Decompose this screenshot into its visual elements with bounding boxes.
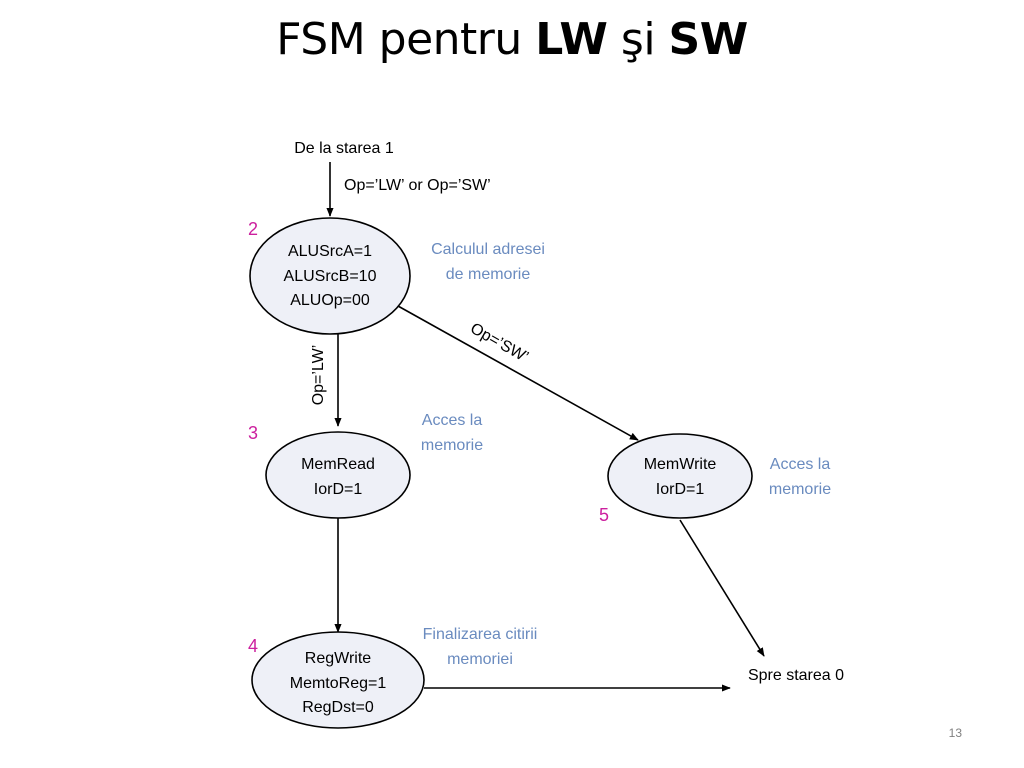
state-5-line: MemWrite: [644, 456, 717, 473]
state-3-line: MemRead: [301, 456, 375, 473]
state-5-note: memorie: [769, 481, 831, 498]
transition-5-0-arrow: [679, 519, 765, 657]
state-2-line: ALUSrcA=1: [288, 243, 372, 260]
title-lw: LW: [535, 14, 608, 65]
state-3-note: memorie: [421, 437, 483, 454]
entry-label: De la starea 1: [294, 140, 394, 157]
title-mid: şi: [607, 14, 669, 65]
state-4-line: RegWrite: [305, 650, 371, 667]
state-5-note: Acces la: [770, 456, 831, 473]
transition-sw-arrow: [397, 305, 639, 441]
state-5-number: 5: [599, 505, 609, 525]
state-2-note: Calculul adresei: [431, 241, 545, 258]
state-4-node: [251, 631, 425, 729]
state-4-line: RegDst=0: [302, 699, 374, 716]
transition-sw-label: Op=’SW’: [467, 320, 531, 366]
state-4-line: MemtoReg=1: [290, 675, 387, 692]
title-prefix: FSM pentru: [276, 14, 536, 65]
state-3-node: [265, 431, 411, 519]
state-4-note: Finalizarea citirii: [423, 626, 538, 643]
state-4-note: memoriei: [447, 651, 513, 668]
state-3-note: Acces la: [422, 412, 483, 429]
slide-title: FSM pentru LW şi SW: [0, 14, 1024, 65]
exit-label: Spre starea 0: [748, 667, 844, 684]
state-2-line: ALUSrcB=10: [284, 268, 377, 285]
entry-condition: Op=’LW’ or Op=’SW’: [344, 177, 491, 194]
page-number: 13: [948, 726, 962, 740]
state-2-note: de memorie: [446, 266, 531, 283]
state-3-line: IorD=1: [314, 481, 363, 498]
state-5-node: [607, 433, 753, 519]
state-2-number: 2: [248, 219, 258, 239]
state-3-number: 3: [248, 423, 258, 443]
transition-lw-label: Op=’LW’: [310, 345, 327, 406]
title-sw: SW: [668, 14, 749, 65]
state-4-number: 4: [248, 636, 258, 656]
state-2-line: ALUOp=00: [290, 292, 370, 309]
state-5-line: IorD=1: [656, 481, 705, 498]
state-2-node: [249, 217, 411, 335]
